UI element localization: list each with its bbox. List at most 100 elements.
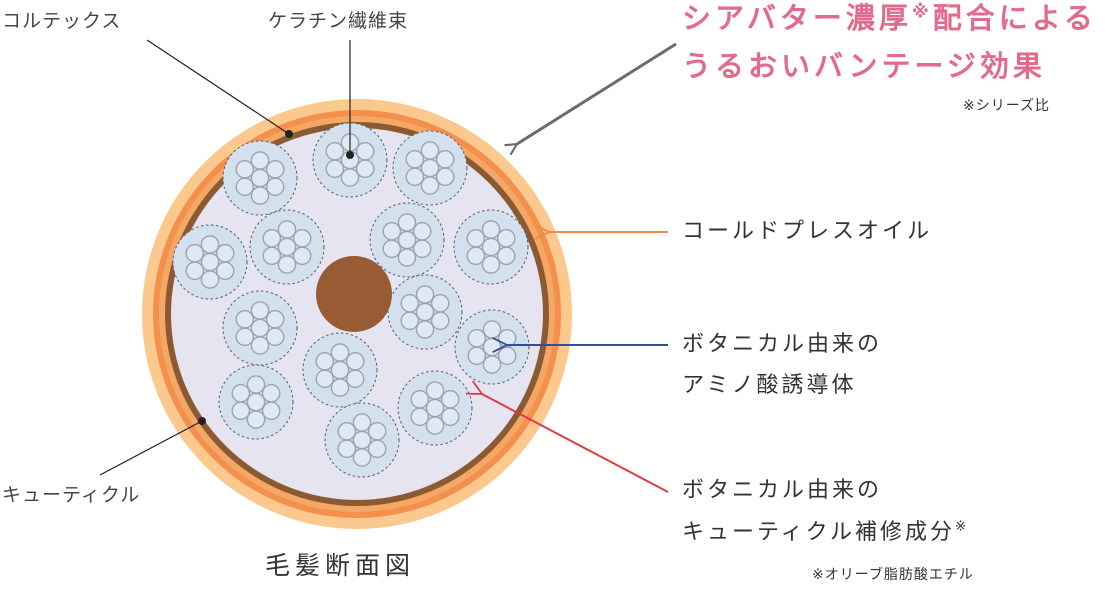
keratin-fiber bbox=[262, 246, 282, 266]
keratin-fiber bbox=[200, 270, 220, 289]
keratin-bundle bbox=[172, 224, 248, 300]
cuticle-repair-text: キューティクル補修成分 bbox=[682, 520, 956, 545]
keratin-fiber bbox=[435, 149, 455, 169]
keratin-fiber bbox=[235, 309, 255, 329]
headline-footnote: ※シリーズ比 bbox=[963, 98, 1051, 114]
keratin-fiber bbox=[340, 168, 360, 187]
keratin-fiber bbox=[400, 293, 420, 313]
keratin-fiber bbox=[277, 237, 297, 257]
keratin-fiber bbox=[231, 383, 251, 403]
keratin-bundles bbox=[172, 122, 530, 478]
keratin-bundle bbox=[453, 209, 529, 285]
keratin-leader-dot bbox=[346, 151, 354, 159]
keratin-fiber bbox=[382, 221, 402, 241]
headline-asterisk: ※ bbox=[911, 2, 933, 23]
keratin-fiber bbox=[420, 141, 440, 160]
keratin-fiber bbox=[246, 375, 266, 394]
keratin-fiber bbox=[482, 320, 502, 339]
keratin-fiber bbox=[262, 228, 282, 248]
keratin-fiber bbox=[467, 328, 487, 348]
keratin-fiber bbox=[430, 311, 450, 331]
keratin-fiber bbox=[250, 186, 270, 205]
keratin-fiber bbox=[325, 141, 345, 161]
keratin-fiber bbox=[250, 336, 270, 355]
keratin-fiber bbox=[235, 327, 255, 347]
keratin-fiber bbox=[482, 355, 502, 374]
keratin-fiber bbox=[246, 410, 266, 429]
cuticle-repair-footnote: ※オリーブ脂肪酸エチル bbox=[812, 567, 974, 583]
keratin-bundle-label: ケラチン繊維束 bbox=[268, 10, 409, 32]
cuticle-repair-arrow bbox=[482, 394, 669, 493]
cuticle-repair-label-line-2: キューティクル補修成分※ bbox=[682, 520, 969, 545]
keratin-fiber bbox=[412, 221, 432, 241]
keratin-fiber bbox=[277, 220, 297, 239]
cuticle-leader-dot bbox=[198, 417, 206, 425]
shea-butter-arrow bbox=[517, 42, 677, 144]
keratin-fiber bbox=[410, 389, 430, 409]
keratin-bundle bbox=[454, 309, 530, 385]
keratin-fiber bbox=[231, 401, 251, 421]
keratin-fiber bbox=[246, 392, 266, 412]
keratin-fiber bbox=[481, 237, 501, 257]
keratin-fiber bbox=[250, 301, 270, 320]
keratin-fiber bbox=[425, 381, 445, 400]
keratin-fiber bbox=[415, 302, 435, 322]
keratin-fiber bbox=[420, 176, 440, 195]
keratin-fiber bbox=[315, 369, 335, 389]
keratin-fiber bbox=[352, 448, 372, 467]
keratin-fiber bbox=[496, 246, 516, 266]
keratin-fiber bbox=[352, 430, 372, 450]
keratin-fiber bbox=[400, 311, 420, 331]
keratin-fiber bbox=[397, 213, 417, 232]
keratin-fiber bbox=[345, 369, 365, 389]
keratin-fiber bbox=[415, 320, 435, 339]
cortex-leader-dot bbox=[285, 130, 293, 138]
keratin-fiber bbox=[235, 177, 255, 197]
keratin-bundle bbox=[302, 332, 378, 408]
keratin-fiber bbox=[215, 243, 235, 263]
keratin-bundle bbox=[397, 370, 473, 446]
keratin-bundle bbox=[324, 402, 400, 478]
keratin-fiber bbox=[330, 343, 350, 362]
keratin-fiber bbox=[440, 407, 460, 427]
keratin-fiber bbox=[261, 401, 281, 421]
keratin-fiber bbox=[412, 239, 432, 259]
keratin-fiber bbox=[330, 360, 350, 380]
keratin-fiber bbox=[355, 159, 375, 179]
keratin-fiber bbox=[415, 285, 435, 304]
keratin-fiber bbox=[277, 255, 297, 274]
keratin-fiber bbox=[215, 261, 235, 281]
keratin-fiber bbox=[405, 149, 425, 169]
keratin-fiber bbox=[292, 246, 312, 266]
amino-acid-label-line-1: ボタニカル由来の bbox=[682, 332, 883, 357]
headline-line-1: シアバター濃厚※配合による bbox=[682, 4, 1097, 33]
keratin-fiber bbox=[430, 293, 450, 313]
keratin-fiber bbox=[425, 416, 445, 435]
keratin-fiber bbox=[367, 421, 387, 441]
keratin-fiber bbox=[425, 398, 445, 418]
keratin-fiber bbox=[250, 168, 270, 188]
keratin-fiber bbox=[265, 159, 285, 179]
keratin-fiber bbox=[367, 439, 387, 459]
cuticle-leader-line bbox=[99, 420, 203, 476]
keratin-fiber bbox=[497, 346, 517, 366]
keratin-fiber bbox=[352, 413, 372, 432]
keratin-fiber bbox=[200, 252, 220, 272]
keratin-fiber bbox=[420, 158, 440, 178]
headline-line-1-text: シアバター濃厚 bbox=[682, 1, 912, 35]
keratin-fiber bbox=[250, 151, 270, 170]
keratin-fiber bbox=[481, 255, 501, 274]
keratin-fiber bbox=[382, 239, 402, 259]
keratin-bundle bbox=[369, 202, 445, 278]
keratin-fiber bbox=[235, 159, 255, 179]
keratin-fiber bbox=[355, 141, 375, 161]
amino-acid-label-line-2: アミノ酸誘導体 bbox=[682, 373, 857, 398]
cortex-label: コルテックス bbox=[2, 10, 122, 32]
keratin-fiber bbox=[466, 246, 486, 266]
keratin-fiber bbox=[466, 228, 486, 248]
keratin-fiber bbox=[397, 230, 417, 250]
keratin-fiber bbox=[325, 159, 345, 179]
keratin-bundle bbox=[387, 274, 463, 350]
